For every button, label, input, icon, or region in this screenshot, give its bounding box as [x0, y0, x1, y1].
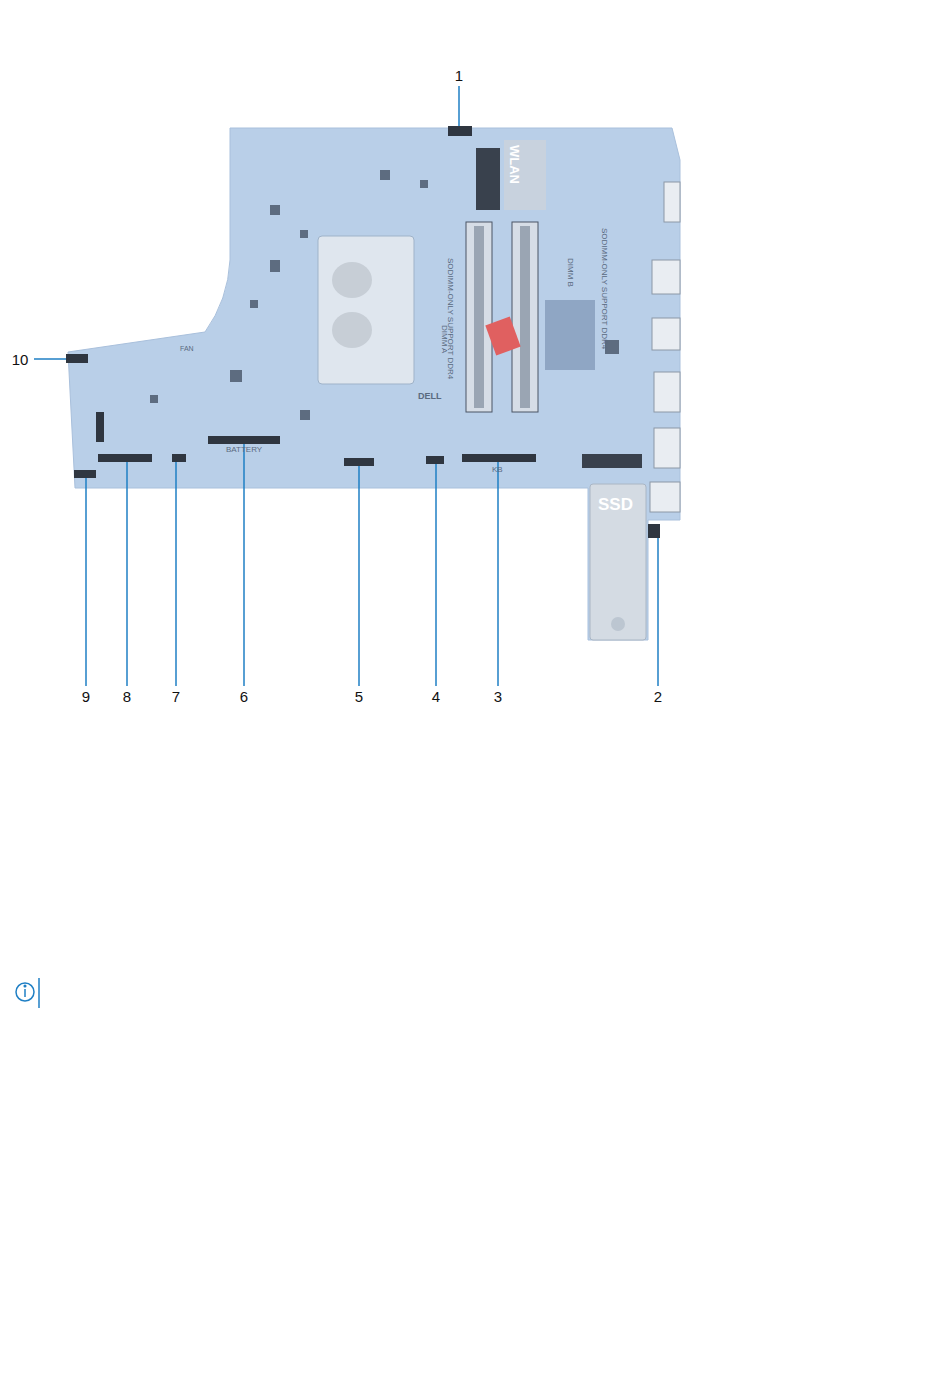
board-shape — [96, 412, 104, 442]
board-shape — [435, 464, 437, 686]
board-shape — [68, 128, 680, 640]
board-shape — [250, 300, 258, 308]
board-shape — [318, 236, 414, 384]
callout-number: 7 — [172, 689, 180, 704]
ssd-card — [582, 454, 646, 640]
board-shape — [520, 226, 530, 408]
board-shape — [85, 478, 87, 686]
board-shape — [172, 454, 186, 462]
silk-label: SODIMM-ONLY SUPPORT DDR4 — [600, 228, 608, 349]
silk-label: DIMM B — [566, 258, 574, 287]
board-shape — [24, 989, 26, 997]
callout-number: 5 — [355, 689, 363, 704]
info-icon — [16, 978, 39, 1008]
board-shape — [466, 222, 492, 412]
board-shape — [652, 318, 680, 350]
board-shape — [420, 180, 428, 188]
board-shape — [300, 230, 308, 238]
board-shape — [34, 358, 66, 360]
board-shape — [66, 354, 88, 363]
board-shape — [582, 454, 642, 468]
board-parts — [150, 170, 619, 420]
callout-number: 2 — [654, 689, 662, 704]
board-shape — [458, 86, 460, 126]
board-shape — [648, 524, 660, 538]
board-shape — [332, 312, 372, 348]
board-shape — [332, 262, 372, 298]
board-shape — [474, 226, 484, 408]
board-shape — [652, 260, 680, 294]
board-shape — [512, 222, 538, 412]
board-shape — [611, 617, 625, 631]
board-shape — [38, 978, 40, 1008]
board-shape — [426, 456, 444, 464]
board-shape — [664, 182, 680, 222]
board-shape — [230, 370, 242, 382]
silk-label: WLAN — [508, 145, 521, 184]
board-shape — [358, 466, 360, 686]
board-shape — [243, 444, 245, 686]
callout-number: 1 — [455, 68, 463, 83]
board-shape — [448, 126, 472, 136]
board-shape — [497, 462, 499, 686]
board-shape — [270, 260, 280, 272]
board-shape — [300, 410, 310, 420]
silk-label: FAN — [180, 345, 194, 352]
leader-lines — [34, 86, 658, 686]
callout-number: 10 — [12, 352, 29, 367]
board-shape — [208, 436, 280, 444]
callout-number: 6 — [240, 689, 248, 704]
callout-number: 8 — [123, 689, 131, 704]
board-shape — [150, 395, 158, 403]
board-shape — [74, 470, 96, 478]
callout-number: 9 — [82, 689, 90, 704]
callout-number: 4 — [432, 689, 440, 704]
board-shape — [545, 300, 595, 370]
board-shape — [344, 458, 374, 466]
board-shape — [24, 985, 26, 987]
silk-label: BATTERY — [226, 446, 262, 454]
board-shape — [380, 170, 390, 180]
board-shape — [16, 983, 34, 1001]
board-shape — [657, 538, 659, 686]
cpu — [318, 236, 414, 384]
silk-label: SODIMM-ONLY SUPPORT DDR4 — [446, 258, 454, 379]
connectors — [66, 126, 660, 538]
board-shape — [504, 140, 546, 210]
board-shape — [175, 462, 177, 686]
board-shape — [654, 372, 680, 412]
io-ports — [650, 182, 680, 512]
silk-label: SSD — [598, 496, 633, 513]
board-shape — [654, 428, 680, 468]
dimm-slots — [466, 222, 595, 412]
callout-number: 3 — [494, 689, 502, 704]
silk-label: DELL — [418, 392, 442, 401]
board-shape — [126, 462, 128, 686]
board-shape — [485, 317, 520, 356]
board-shape — [98, 454, 152, 462]
wlan-slot — [476, 140, 546, 210]
board-shape — [270, 205, 280, 215]
silk-label: KB — [492, 466, 503, 474]
board — [68, 128, 680, 640]
board-shape — [476, 148, 500, 210]
board-shape — [462, 454, 536, 462]
board-shape — [650, 482, 680, 512]
board-shape — [590, 484, 646, 640]
